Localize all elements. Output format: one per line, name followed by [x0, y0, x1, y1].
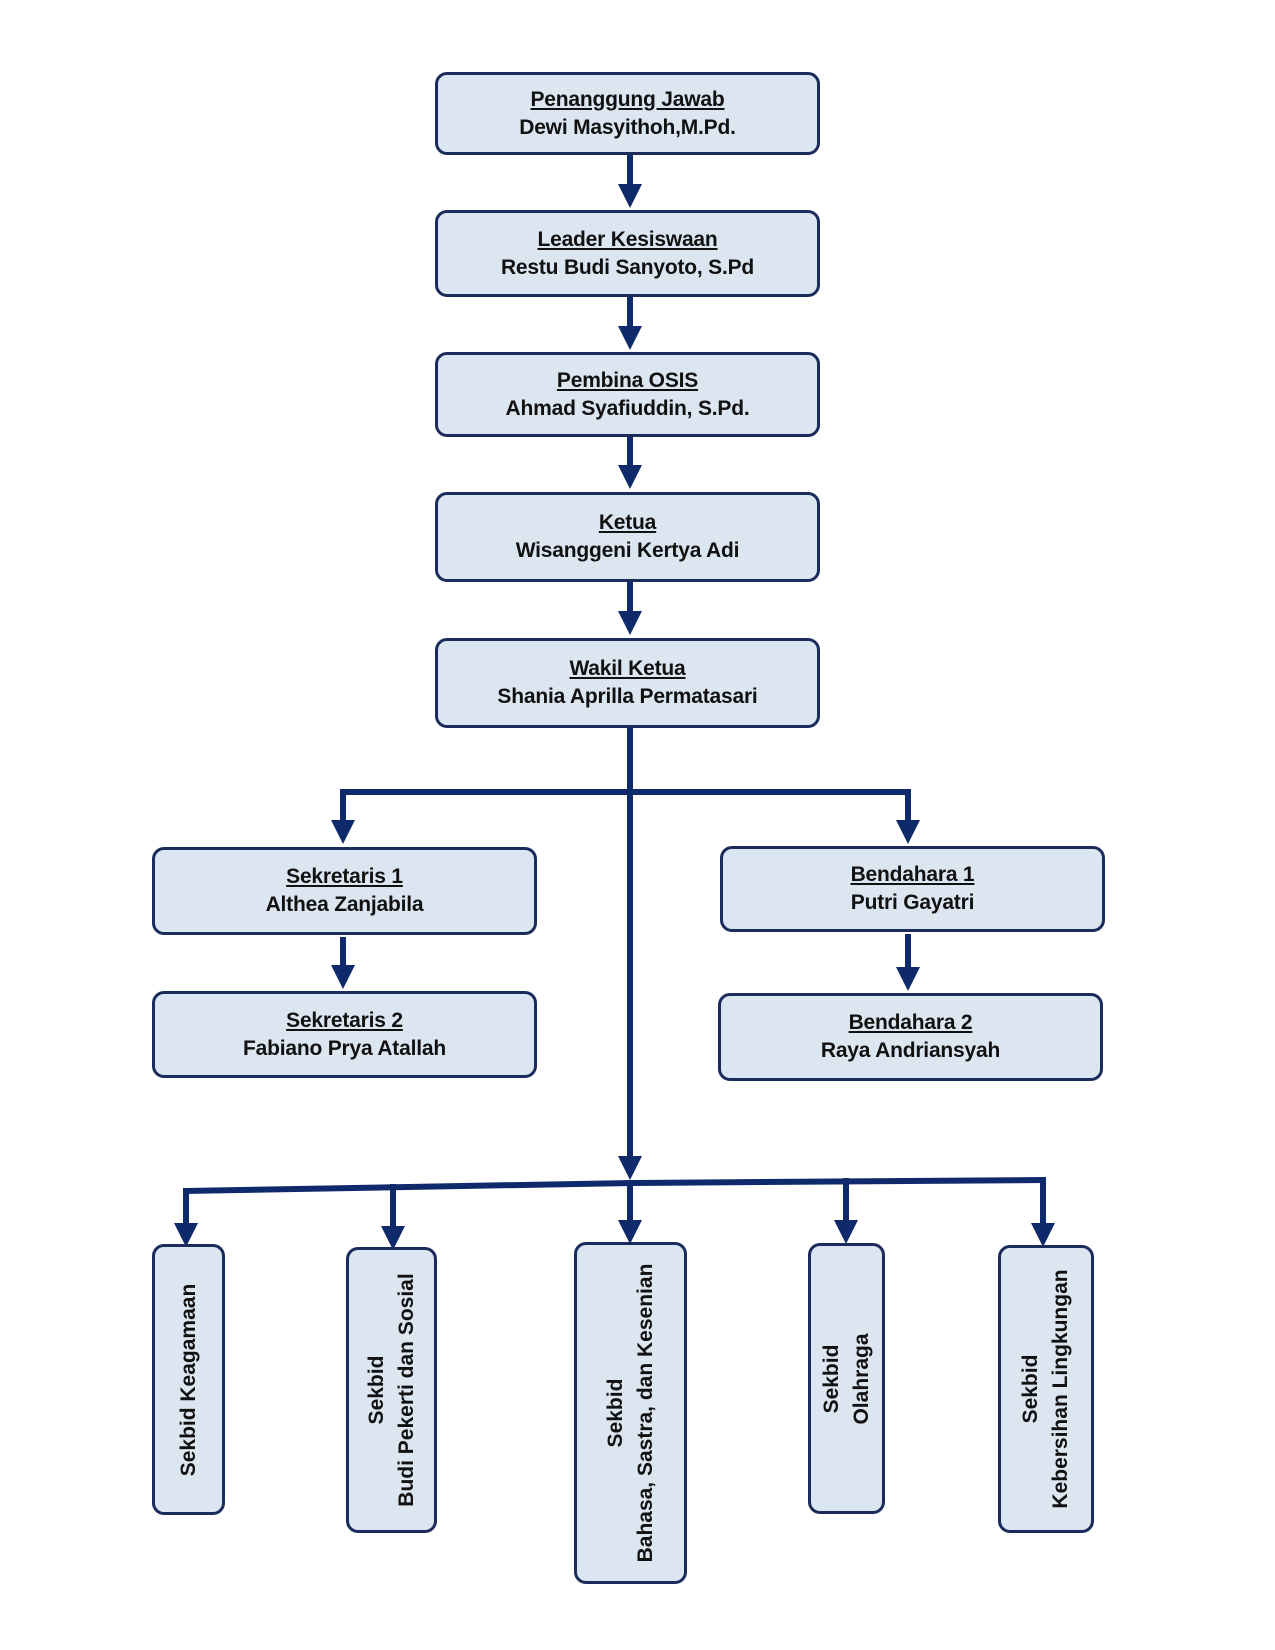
wakil-ketua-name: Shania Aprilla Permatasari: [497, 685, 758, 708]
sekretaris-1-title: Sekretaris 1: [286, 865, 403, 888]
bendahara-2-name: Raya Andriansyah: [820, 1039, 1001, 1062]
pembina-osis-title: Pembina OSIS: [556, 368, 699, 392]
sekbid-olahraga-label: Sekbid Olahraga: [817, 1333, 877, 1424]
branch-line-lower-right: [626, 1176, 1047, 1187]
pembina-osis-name: Ahmad Syafiuddin, S.Pd.: [505, 396, 750, 420]
sekbid-bahasa-line-2: Bahasa, Sastra, dan Kesenian: [633, 1263, 657, 1563]
box-sekbid-budi-pekerti: Sekbid Budi Pekerti dan Sosial: [346, 1247, 437, 1533]
sekbid-olahraga-line-1: Sekbid: [819, 1344, 843, 1413]
box-penanggung-jawab: Penanggung Jawab Dewi Masyithoh,M.Pd.: [435, 72, 820, 155]
box-ketua: Ketua Wisanggeni Kertya Adi: [435, 492, 820, 582]
box-leader-kesiswaan: Leader Kesiswaan Restu Budi Sanyoto, S.P…: [435, 210, 820, 297]
sekbid-kebersihan-line-2: Kebersihan Lingkungan: [1049, 1269, 1072, 1509]
sekbid-kebersihan-line-1: Sekbid: [1019, 1354, 1042, 1424]
wakil-ketua-title: Wakil Ketua: [569, 657, 686, 680]
leader-kesiswaan-title: Leader Kesiswaan: [537, 227, 718, 251]
penanggung-jawab-title: Penanggung Jawab: [530, 87, 725, 111]
box-bendahara-1: Bendahara 1 Putri Gayatri: [720, 846, 1105, 932]
box-pembina-osis: Pembina OSIS Ahmad Syafiuddin, S.Pd.: [435, 352, 820, 437]
box-bendahara-2: Bendahara 2 Raya Andriansyah: [718, 993, 1103, 1081]
branch-line-lower-left: [182, 1179, 634, 1195]
box-wakil-ketua: Wakil Ketua Shania Aprilla Permatasari: [435, 638, 820, 728]
box-sekbid-olahraga: Sekbid Olahraga: [808, 1243, 885, 1514]
sekbid-kebersihan-label: Sekbid Kebersihan Lingkungan: [1016, 1269, 1076, 1508]
sekbid-budi-pekerti-line-2: Budi Pekerti dan Sosial: [394, 1273, 418, 1507]
ketua-title: Ketua: [598, 511, 657, 534]
box-sekretaris-1: Sekretaris 1 Althea Zanjabila: [152, 847, 537, 935]
penanggung-jawab-name: Dewi Masyithoh,M.Pd.: [519, 115, 736, 139]
bendahara-1-name: Putri Gayatri: [850, 891, 975, 914]
sekbid-budi-pekerti-label: Sekbid Budi Pekerti dan Sosial: [362, 1273, 422, 1506]
sekbid-bahasa-label: Sekbid Bahasa, Sastra, dan Kesenian: [601, 1264, 661, 1563]
sekbid-budi-pekerti-line-1: Sekbid: [364, 1355, 388, 1425]
box-sekbid-keagamaan: Sekbid Keagamaan: [152, 1244, 225, 1515]
sekretaris-2-name: Fabiano Prya Atallah: [243, 1036, 446, 1060]
sekretaris-2-title: Sekretaris 2: [286, 1008, 403, 1032]
sekretaris-1-name: Althea Zanjabila: [265, 893, 424, 916]
sekbid-olahraga-line-2: Olahraga: [849, 1332, 873, 1425]
ketua-name: Wisanggeni Kertya Adi: [515, 539, 740, 562]
leader-kesiswaan-name: Restu Budi Sanyoto, S.Pd: [500, 255, 755, 279]
bendahara-2-title: Bendahara 2: [848, 1011, 973, 1034]
box-sekbid-bahasa: Sekbid Bahasa, Sastra, dan Kesenian: [574, 1242, 687, 1584]
sekbid-keagamaan-line-1: Sekbid Keagamaan: [176, 1283, 200, 1476]
sekbid-bahasa-line-1: Sekbid: [603, 1378, 627, 1448]
box-sekbid-kebersihan: Sekbid Kebersihan Lingkungan: [998, 1245, 1094, 1533]
box-sekretaris-2: Sekretaris 2 Fabiano Prya Atallah: [152, 991, 537, 1078]
sekbid-keagamaan-label: Sekbid Keagamaan: [174, 1283, 204, 1476]
bendahara-1-title: Bendahara 1: [850, 863, 975, 886]
